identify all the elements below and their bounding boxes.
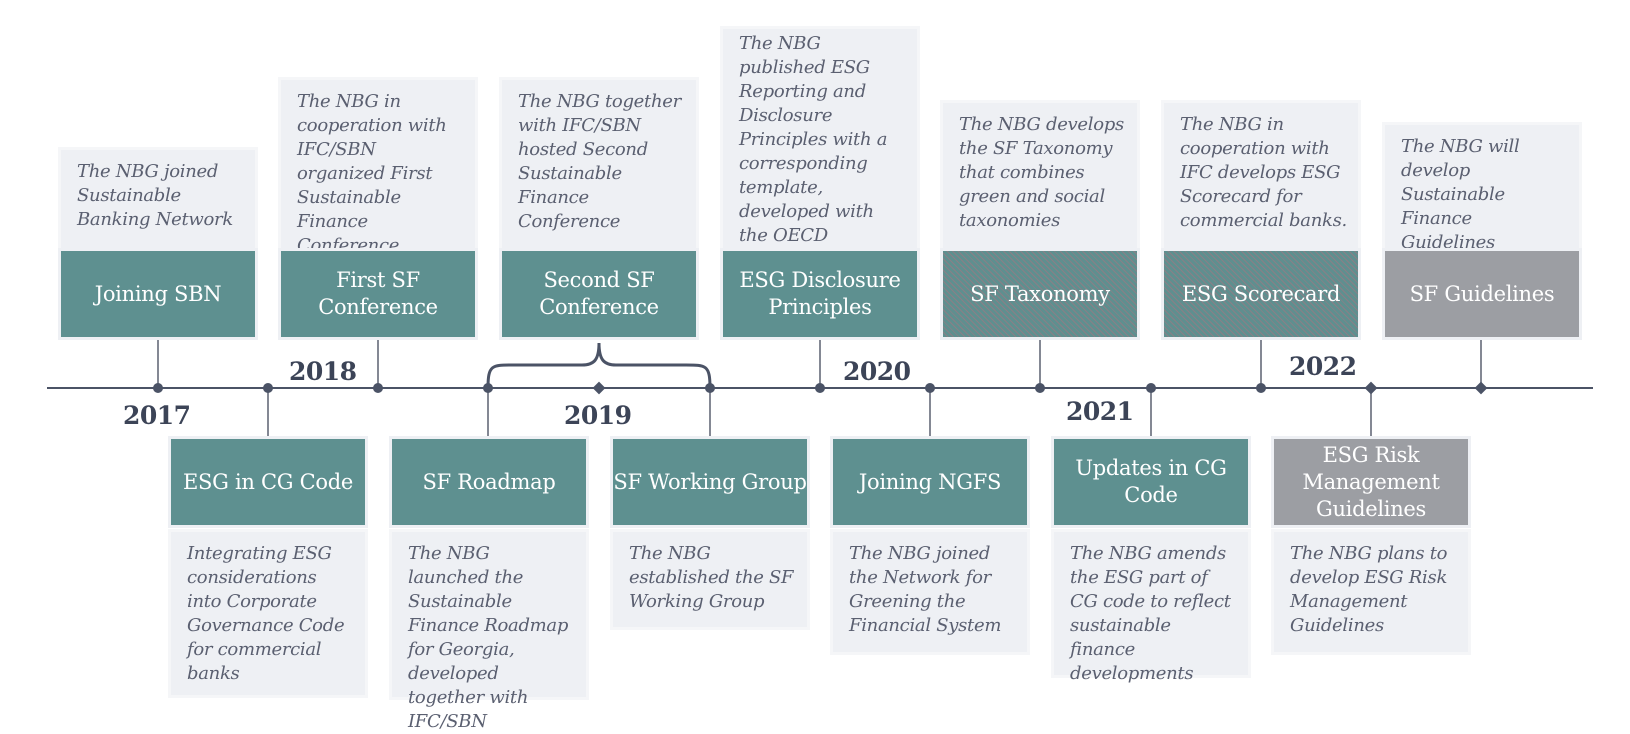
event-description: The NBG plans to develop ESG Risk Manage…	[1274, 532, 1468, 652]
event-title: SF Roadmap	[392, 439, 586, 525]
year-label-2019: 2019	[564, 401, 632, 430]
year-label-2017: 2017	[123, 401, 191, 430]
event-description: The NBG in cooperation with IFC develops…	[1164, 103, 1358, 250]
event-description: The NBG joined Sustainable Banking Netwo…	[61, 150, 255, 250]
event-description: The NBG amends the ESG part of CG code t…	[1054, 532, 1248, 684]
event-title: Joining SBN	[61, 251, 255, 337]
event-title: ESG in CG Code	[171, 439, 365, 525]
dot-marker	[1035, 383, 1045, 393]
year-label-2018: 2018	[289, 357, 357, 386]
event-description: The NBG together with IFC/SBN hosted Sec…	[502, 80, 696, 250]
event-description: The NBG published ESG Reporting and Disc…	[723, 29, 917, 250]
dot-marker	[1256, 383, 1266, 393]
event-title: Second SF Conference	[502, 251, 696, 337]
event-title: Updates in CG Code	[1054, 439, 1248, 525]
event-description: The NBG will develop Sustainable Finance…	[1385, 125, 1579, 253]
diamond-marker	[592, 381, 606, 395]
year-label-2021: 2021	[1066, 397, 1134, 426]
event-description: The NBG launched the Sustainable Finance…	[392, 532, 586, 732]
dot-marker	[1146, 383, 1156, 393]
event-title: ESG Scorecard	[1164, 251, 1358, 337]
event-title: SF Guidelines	[1385, 251, 1579, 337]
event-description: The NBG in cooperation with IFC/SBN orga…	[281, 80, 475, 256]
event-description: The NBG established the SF Working Group	[613, 532, 807, 627]
year-label-2020: 2020	[843, 357, 911, 386]
dot-marker	[153, 383, 163, 393]
event-title: ESG Disclosure Principles	[723, 251, 917, 337]
dot-marker	[483, 383, 493, 393]
year-label-2022: 2022	[1289, 352, 1357, 381]
event-title: SF Working Group	[613, 439, 807, 525]
event-title: ESG Risk Management Guidelines	[1274, 439, 1468, 525]
timeline-connectors	[47, 338, 1593, 439]
dot-marker	[705, 383, 715, 393]
dot-marker	[263, 383, 273, 393]
dot-marker	[373, 383, 383, 393]
event-title: Joining NGFS	[833, 439, 1027, 525]
conference-brace	[486, 342, 712, 389]
diamond-marker	[1474, 381, 1488, 395]
event-description: The NBG joined the Network for Greening …	[833, 532, 1027, 652]
event-description: The NBG develops the SF Taxonomy that co…	[943, 103, 1137, 250]
event-description: Integrating ESG considerations into Corp…	[171, 532, 365, 695]
dot-marker	[815, 383, 825, 393]
event-title: SF Taxonomy	[943, 251, 1137, 337]
diamond-marker	[1364, 381, 1378, 395]
event-title: First SF Conference	[281, 251, 475, 337]
dot-marker	[925, 383, 935, 393]
